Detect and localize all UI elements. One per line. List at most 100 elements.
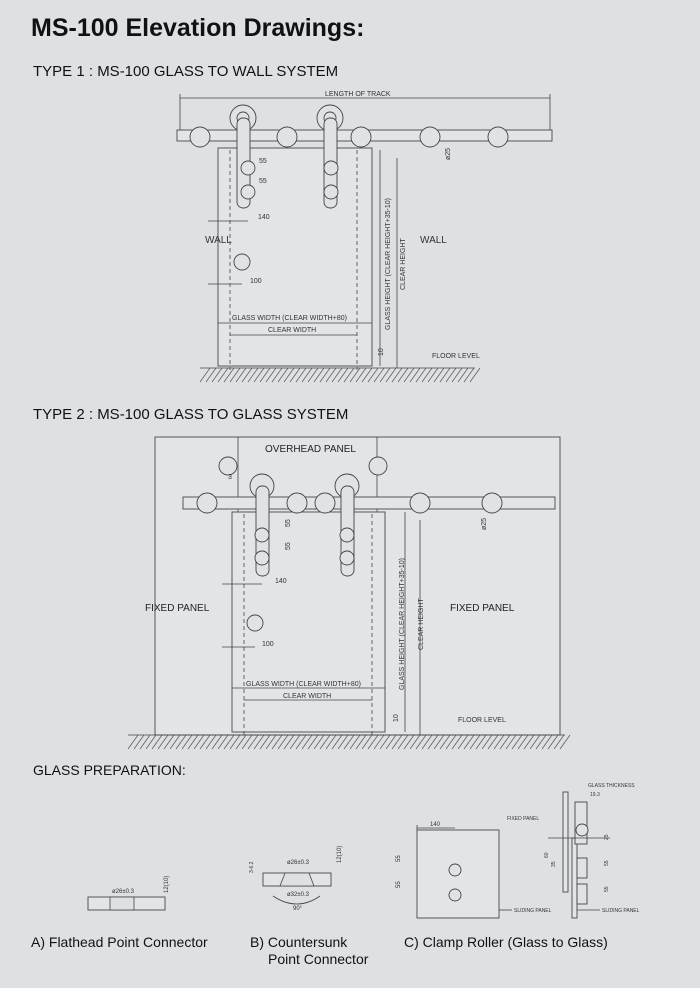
hatch-line (421, 367, 433, 383)
hatch-line (523, 734, 535, 750)
hatch-line (325, 734, 337, 750)
dim-label: 10 (378, 348, 385, 356)
hatch-line (199, 734, 211, 750)
hatch-line (163, 734, 175, 750)
hatch-line (265, 367, 277, 383)
hatch-line (283, 734, 295, 750)
dim-label: 19.3 (590, 792, 600, 798)
hatch-line (199, 367, 211, 383)
dim-label: 3 (228, 474, 232, 481)
hatch-line (475, 734, 487, 750)
hatch-line (283, 367, 295, 383)
hatch-line (379, 367, 391, 383)
hatch-line (349, 734, 361, 750)
hatch-line (499, 734, 511, 750)
hatch-line (355, 367, 367, 383)
hatch-line (253, 367, 265, 383)
fixed-panel-left-label: FIXED PANEL (145, 603, 210, 614)
glass-width-label: GLASS WIDTH (CLEAR WIDTH+80) (246, 681, 361, 688)
hatch-line (361, 367, 373, 383)
dim-label: ø25 (481, 518, 488, 530)
hatch-line (457, 734, 469, 750)
hatch-line (445, 734, 457, 750)
hatch-line (361, 734, 373, 750)
hatch-line (229, 367, 241, 383)
glass-height-label: GLASS HEIGHT (CLEAR HEIGHT+35-10) (399, 558, 406, 690)
track-2 (182, 496, 556, 510)
dim-label: 10 (393, 714, 400, 722)
hatch-line (385, 734, 397, 750)
hatch-line (235, 734, 247, 750)
hatch-line (415, 734, 427, 750)
dim-label: 140 (275, 578, 287, 585)
sliding-panel-label-2: SLIDING PANEL (602, 908, 640, 914)
hatch-line (295, 734, 307, 750)
hatch-line (343, 734, 355, 750)
hatch-line (319, 734, 331, 750)
hatch-line (439, 734, 451, 750)
hatch-line (259, 367, 271, 383)
hatch-line (217, 367, 229, 383)
hatch-line (535, 734, 547, 750)
hatch-line (559, 734, 571, 750)
hatch-line (445, 367, 457, 383)
hatch-line (295, 367, 307, 383)
hatch-line (217, 734, 229, 750)
dim-label: 55 (604, 886, 610, 892)
hatch-line (415, 367, 427, 383)
dim-label: 12(10) (337, 846, 343, 863)
dim-label: 55 (396, 881, 402, 888)
dim-label: 55 (259, 158, 267, 165)
overhead-panel-label: OVERHEAD PANEL (265, 444, 356, 455)
dim-label: 140 (430, 822, 441, 828)
floor-hatch (199, 367, 481, 383)
page-title: MS-100 Elevation Drawings: (31, 14, 365, 42)
hatch-line (247, 367, 259, 383)
hatch-line (301, 734, 313, 750)
dim-label: 55 (604, 860, 610, 866)
dim-label: ø26±0.3 (287, 860, 310, 866)
floor-level-label: FLOOR LEVEL (432, 353, 480, 360)
hatch-line (391, 367, 403, 383)
clear-height-label: CLEAR HEIGHT (418, 598, 425, 650)
hatch-line (271, 734, 283, 750)
hatch-line (223, 734, 235, 750)
hatch-line (307, 734, 319, 750)
hatch-line (409, 734, 421, 750)
hatch-line (331, 734, 343, 750)
hatch-line (181, 734, 193, 750)
length-of-track-label: LENGTH OF TRACK (325, 91, 391, 98)
hatch-line (457, 367, 469, 383)
hatch-line (553, 734, 565, 750)
dim-label: 3-6.2 (249, 861, 255, 873)
hatch-line (403, 734, 415, 750)
hatch-line (343, 367, 355, 383)
hatch-line (205, 734, 217, 750)
hatch-line (511, 734, 523, 750)
hatch-line (427, 734, 439, 750)
hatch-line (223, 367, 235, 383)
dim-label: 25 (604, 834, 610, 840)
hatch-line (151, 734, 163, 750)
fixed-panel-label: FIXED PANEL (507, 816, 539, 822)
dim-label: 140 (258, 214, 270, 221)
hatch-line (139, 734, 151, 750)
hatch-line (145, 734, 157, 750)
hatch-line (451, 367, 463, 383)
hatch-line (187, 734, 199, 750)
wall-left-label: WALL (205, 235, 232, 246)
hatch-line (127, 734, 139, 750)
hatch-line (265, 734, 277, 750)
hatch-line (307, 367, 319, 383)
hatch-line (433, 367, 445, 383)
hatch-line (301, 367, 313, 383)
hatch-line (517, 734, 529, 750)
dim-label: ø25 (445, 148, 452, 160)
hatch-line (313, 734, 325, 750)
hatch-line (319, 367, 331, 383)
hatch-line (193, 734, 205, 750)
hatch-line (355, 734, 367, 750)
clear-width-label: CLEAR WIDTH (283, 693, 331, 700)
